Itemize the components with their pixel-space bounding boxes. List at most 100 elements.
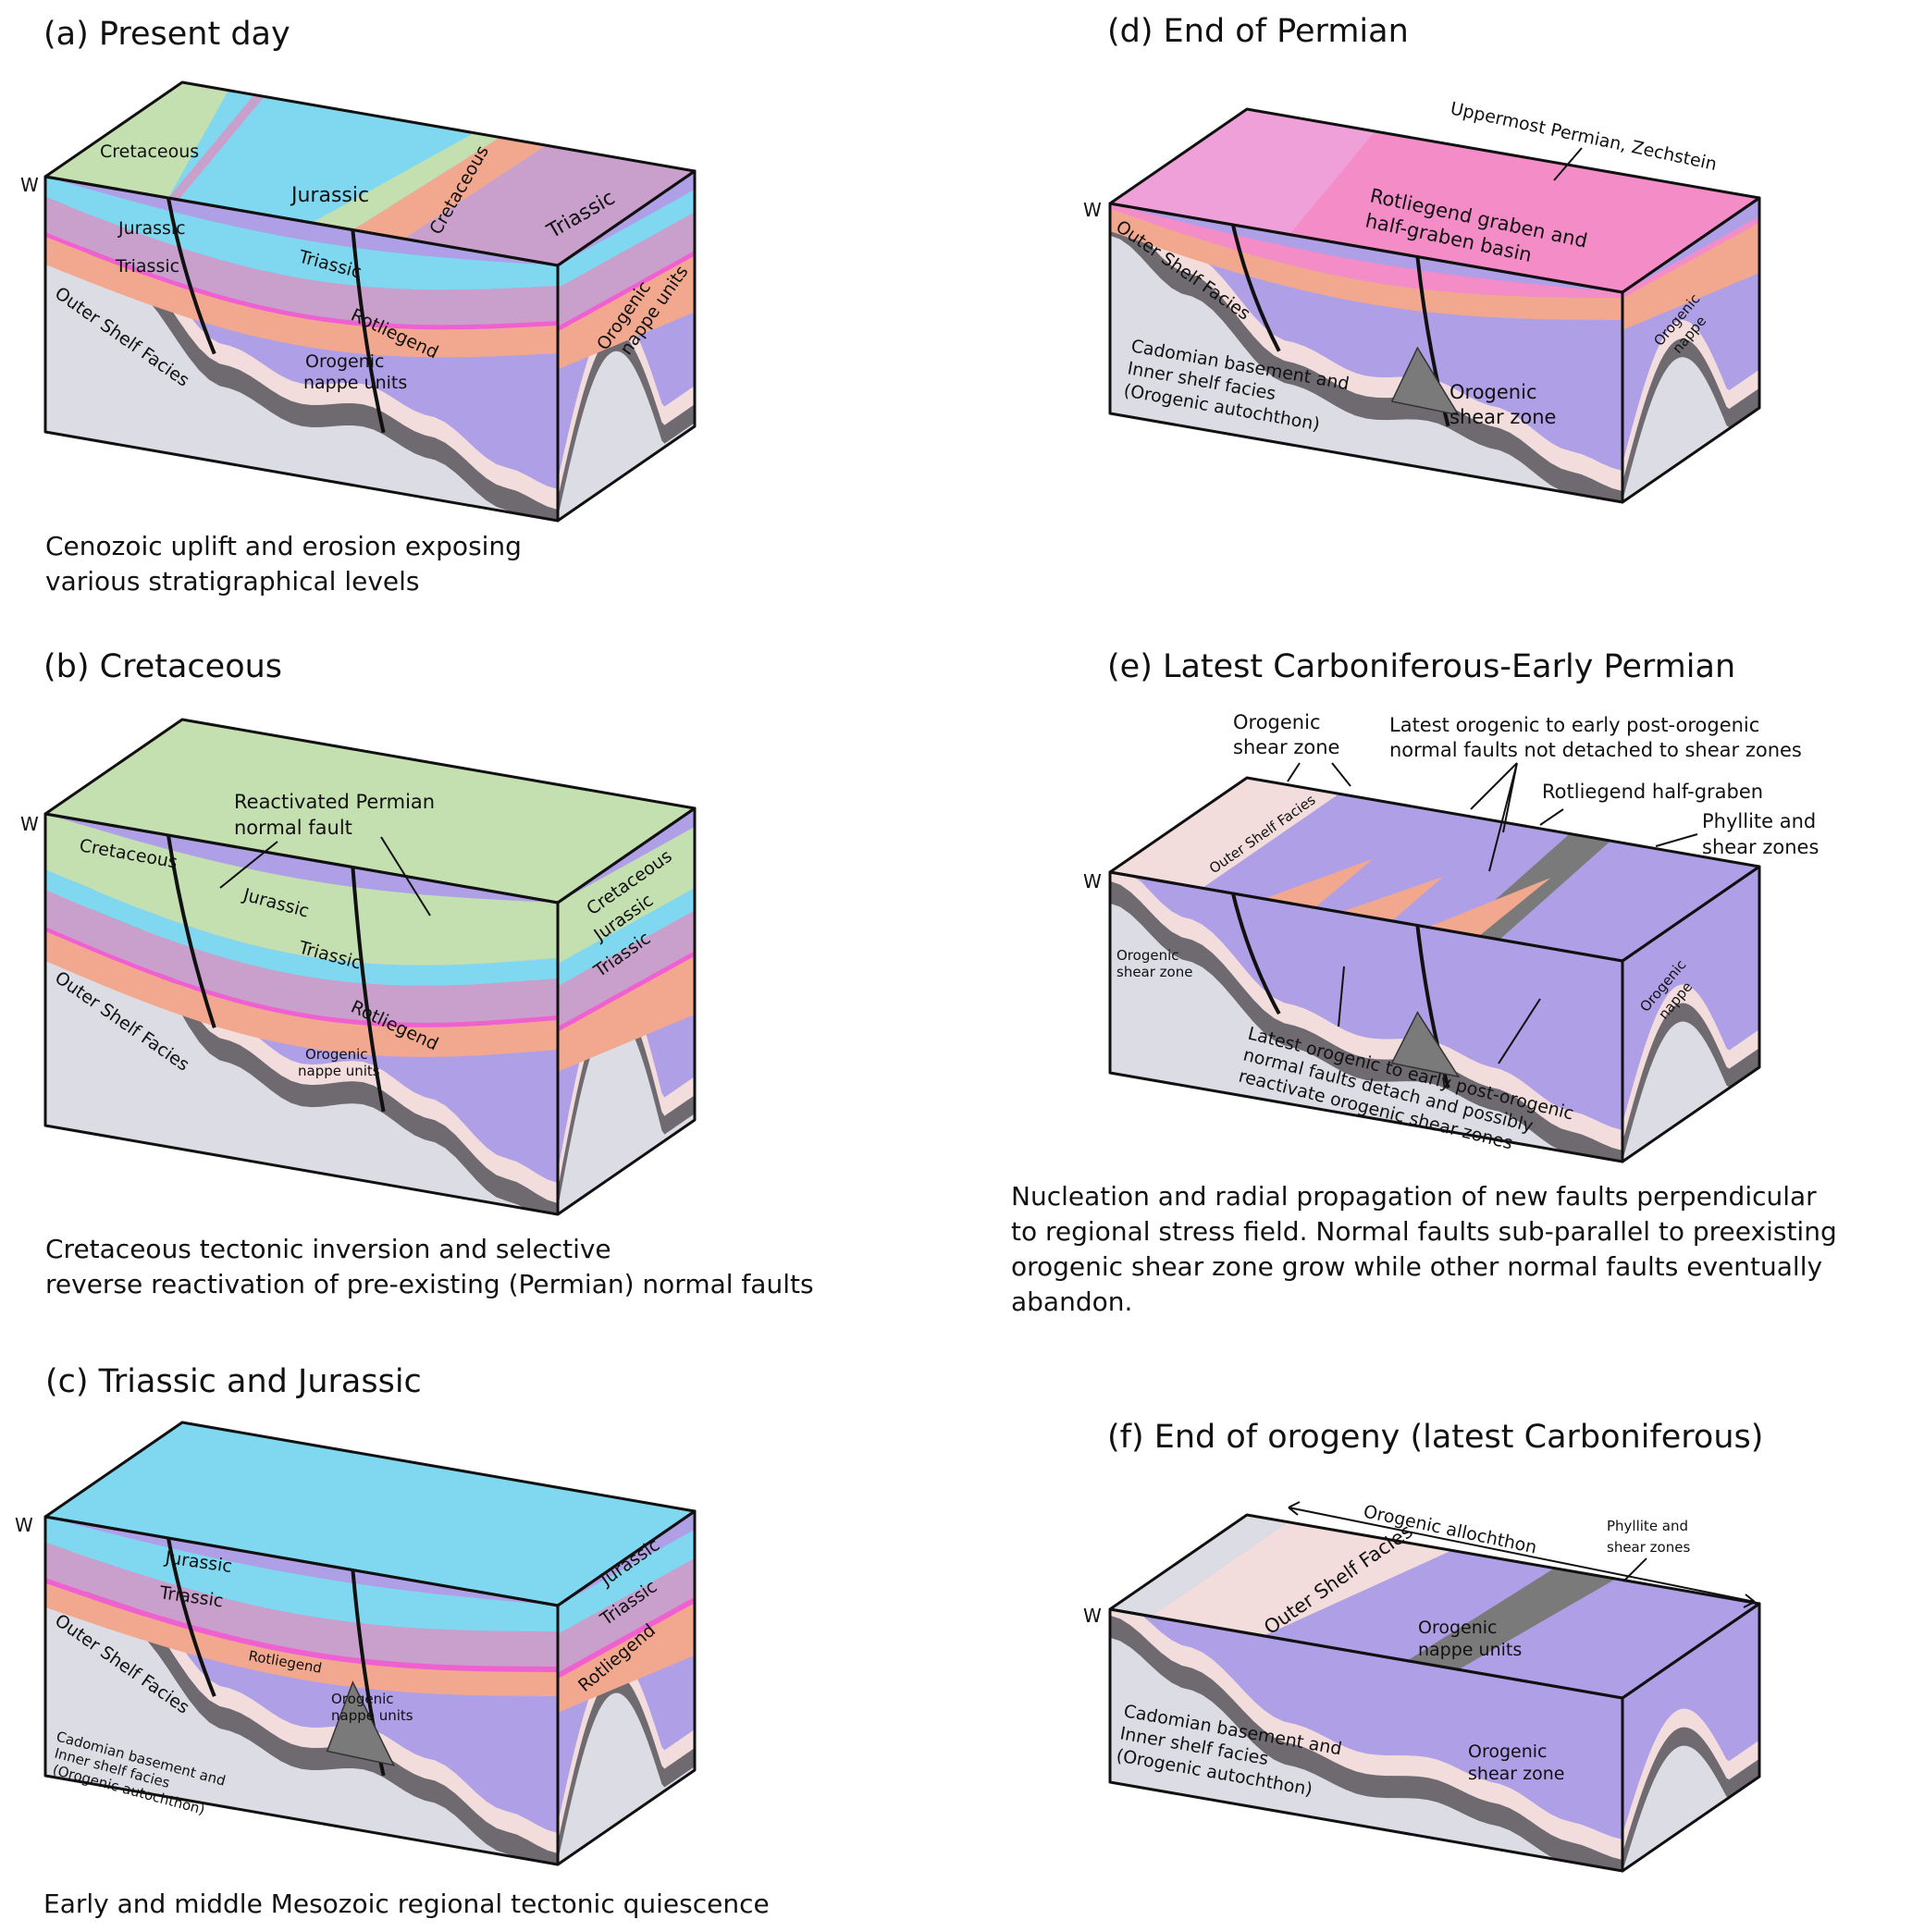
sediment-layer-front <box>45 177 558 290</box>
panel-d-title: (d) End of Permian <box>1107 13 1409 50</box>
block-side-edge <box>556 1509 697 1866</box>
caption-line: Cretaceous tectonic inversion and select… <box>45 1234 611 1264</box>
normal-fault-trace <box>166 834 216 1028</box>
label-shear-zones: shear zones <box>1702 836 1819 858</box>
sediment-layer-side <box>558 1530 695 1642</box>
outer-shelf-side <box>1622 320 1759 483</box>
block-diagram-f <box>1108 1513 1761 1873</box>
top-jurassic <box>45 1422 695 1606</box>
sediment-layer-side <box>558 827 695 971</box>
shear-zone-front <box>45 1532 558 1864</box>
sediment-layer-side <box>558 888 695 994</box>
outer-shelf-front <box>1110 203 1622 491</box>
label-orogenic: Orogenic <box>1449 381 1537 403</box>
west-marker: W <box>1083 1605 1102 1627</box>
sediment-layer-side <box>558 255 695 370</box>
caption-line: Early and middle Mesozoic regional tecto… <box>43 1889 770 1919</box>
outer-shelf-front <box>1110 1609 1622 1860</box>
sediment-layer-front <box>45 869 558 986</box>
label-jurassic-top: Jurassic <box>290 184 369 207</box>
outer-shelf-side <box>558 314 695 499</box>
label-shear-zone: shear zone <box>1233 736 1339 758</box>
shear-zone-front <box>1110 213 1622 502</box>
outer-shelf-front <box>1110 872 1622 1151</box>
label-cretaceous-top: Cretaceous <box>100 142 199 162</box>
sediment-layer-front <box>45 1578 558 1672</box>
panel-e-title: (e) Latest Carboniferous-Early Permian <box>1107 648 1735 685</box>
outer-shelf-front <box>45 814 558 1203</box>
block-side-edge <box>556 806 697 1216</box>
sediment-layer-front <box>45 197 558 326</box>
top-rotliegend <box>352 137 547 240</box>
label-nappe-units: nappe units <box>298 1063 380 1079</box>
block-side-edge <box>556 169 697 523</box>
shear-zone-side <box>1622 338 1759 501</box>
shear-zone-front <box>1110 880 1622 1162</box>
label-orogenic: Orogenic <box>1233 711 1321 733</box>
nappe-front <box>1110 872 1622 1130</box>
label-orogenic: Orogenic <box>331 1691 394 1707</box>
normal-fault-trace <box>1231 224 1281 352</box>
sediment-layer-side <box>558 1557 695 1680</box>
caption-line: various stratigraphical levels <box>45 566 420 597</box>
shear-zone-wedge <box>326 1680 396 1766</box>
west-marker: W <box>20 174 39 196</box>
top-outer-shelf <box>1110 778 1339 889</box>
shear-zone-side <box>558 1674 695 1861</box>
caption-line: Cenozoic uplift and erosion exposing <box>45 531 522 561</box>
nappe-side <box>1622 1604 1759 1835</box>
label-faults-not-detached-2: normal faults not detached to shear zone… <box>1389 739 1802 761</box>
shear-zone-front <box>1110 1615 1622 1871</box>
sediment-layer-front <box>1110 209 1622 320</box>
sediment-layer-side <box>1622 222 1759 330</box>
label-shear-zones: shear zones <box>1607 1539 1690 1556</box>
label-normal-fault: normal fault <box>234 817 352 839</box>
normal-fault-trace <box>1231 892 1281 1015</box>
label-phyllite: Phyllite and <box>1607 1518 1688 1534</box>
west-marker: W <box>15 1514 33 1536</box>
block-diagram-a <box>43 80 697 523</box>
annotation-arrows <box>1287 762 1698 872</box>
label-phyllite: Phyllite and <box>1702 810 1816 832</box>
label-jurassic-front: Jurassic <box>117 218 186 239</box>
top-half-graben <box>1264 858 1374 908</box>
panel-c-title: (c) Triassic and Jurassic <box>45 1363 422 1400</box>
label-nappe-units: nappe units <box>303 373 407 393</box>
top-outer-shelf <box>1151 1521 1452 1636</box>
shear-zone-front <box>45 191 558 521</box>
label-shear-zone: shear zone <box>1449 406 1556 428</box>
sediment-layer-front <box>45 890 558 1023</box>
label-orogenic: Orogenic <box>305 1046 368 1063</box>
sediment-layer-side <box>558 1603 695 1713</box>
sediment-layer-side <box>558 212 695 334</box>
sediment-layer-front <box>45 237 558 358</box>
block-diagram-e <box>1108 776 1761 1163</box>
block-side-edge <box>1621 196 1761 504</box>
nappe-front <box>1110 1609 1622 1840</box>
top-half-graben <box>1427 878 1551 937</box>
normal-fault-trace <box>351 867 386 1113</box>
shear-zone-wedge <box>1390 346 1461 416</box>
annotation-arrow <box>1622 1557 1647 1582</box>
shear-zone-wedge <box>1390 1011 1461 1078</box>
panel-b-title: (b) Cretaceous <box>43 648 282 685</box>
label-orogenic: Orogenic <box>1418 1618 1498 1638</box>
caption-line: abandon. <box>1011 1286 1132 1317</box>
west-marker: W <box>1083 870 1102 892</box>
allochthon-extent-arrow <box>1288 1501 1756 1608</box>
annotation-arrows <box>1338 966 1541 1064</box>
caption-line: reverse reactivation of pre-existing (Pe… <box>45 1269 814 1299</box>
label-nappe-units: nappe units <box>331 1707 413 1724</box>
panel-a-title: (a) Present day <box>43 16 290 53</box>
caption-line: orogenic shear zone grow while other nor… <box>1011 1251 1822 1282</box>
top-phyllite <box>1407 1568 1616 1670</box>
sediment-layer-side <box>558 955 695 1072</box>
top-triassic-strip <box>167 94 265 200</box>
sediment-layer-front <box>45 814 558 966</box>
sediment-layer-front <box>1110 203 1622 298</box>
sediment-layer-side <box>558 910 695 1035</box>
sediment-layer-side <box>558 190 695 296</box>
top-half-graben <box>1340 876 1444 921</box>
top-cretaceous <box>45 82 228 199</box>
